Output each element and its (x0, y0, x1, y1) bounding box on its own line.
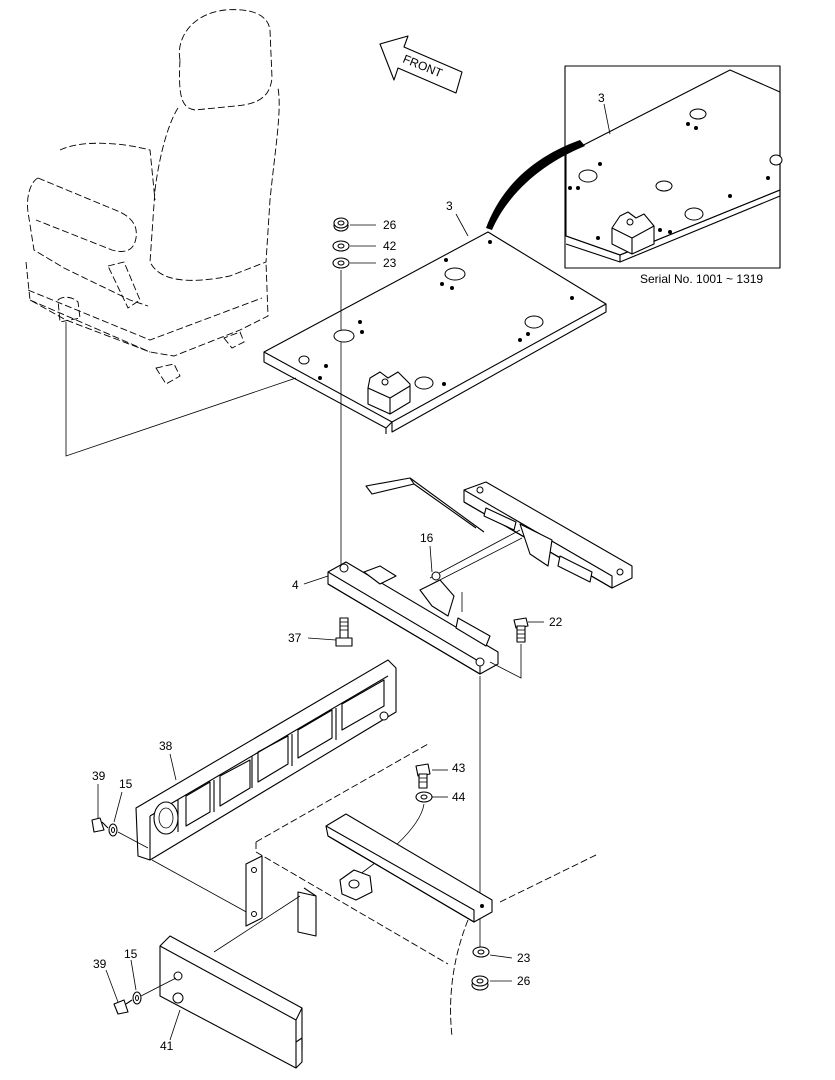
callout-23-top: 23 (383, 256, 397, 270)
operator-seat-reference (25, 9, 280, 385)
callout-39-upper: 39 (92, 769, 106, 783)
side-cover-38 (135, 659, 397, 861)
nut-26-top (333, 217, 349, 232)
washer-42 (332, 240, 350, 252)
callout-23-bottom: 23 (517, 951, 531, 965)
callout-41: 41 (160, 1039, 174, 1053)
slide-rail-4 (327, 561, 499, 675)
bolt-37 (335, 617, 353, 647)
callout-15-upper: 15 (119, 777, 133, 791)
screw-39-upper (91, 817, 109, 833)
callout-15-lower: 15 (124, 947, 138, 961)
callout-44: 44 (452, 790, 466, 804)
callout-4: 4 (292, 578, 299, 592)
callout-3: 3 (446, 199, 453, 213)
washer-15-lower (132, 991, 142, 1005)
callout-26-bottom: 26 (517, 974, 531, 988)
callout-38: 38 (159, 739, 173, 753)
callout-22: 22 (549, 615, 563, 629)
bolt-22 (489, 617, 529, 679)
washer-15-upper (108, 823, 118, 837)
nut-26-bottom (471, 975, 489, 991)
callout-37: 37 (288, 631, 302, 645)
callouts: 26 42 23 3 16 4 22 37 38 43 44 39 15 39 … (92, 199, 563, 1053)
callout-42: 42 (383, 239, 397, 253)
serial-number-text: Serial No. 1001 ~ 1319 (640, 272, 763, 286)
washer-23-top (332, 257, 350, 269)
slide-rail-upper (365, 477, 633, 589)
screw-39-lower (113, 999, 133, 1015)
serial-inset-box: 3 Serial No. 1001 ~ 1319 (486, 65, 783, 286)
mounting-plate (263, 231, 607, 434)
callout-26-top: 26 (383, 218, 397, 232)
inset-part-label: 3 (598, 91, 605, 105)
front-direction-arrow-icon: FRONT (379, 35, 463, 94)
callout-43: 43 (452, 761, 466, 775)
washer-23-bottom (472, 946, 490, 958)
seat-reference-line (65, 322, 297, 457)
callout-39-lower: 39 (93, 957, 107, 971)
front-cover-41 (159, 935, 303, 1069)
callout-16: 16 (420, 531, 434, 545)
link-cable (429, 529, 521, 579)
washer-44 (415, 791, 433, 803)
machine-frame-reference (245, 743, 599, 1037)
bolt-43 (415, 763, 431, 789)
top-hardware-stack (332, 217, 350, 566)
